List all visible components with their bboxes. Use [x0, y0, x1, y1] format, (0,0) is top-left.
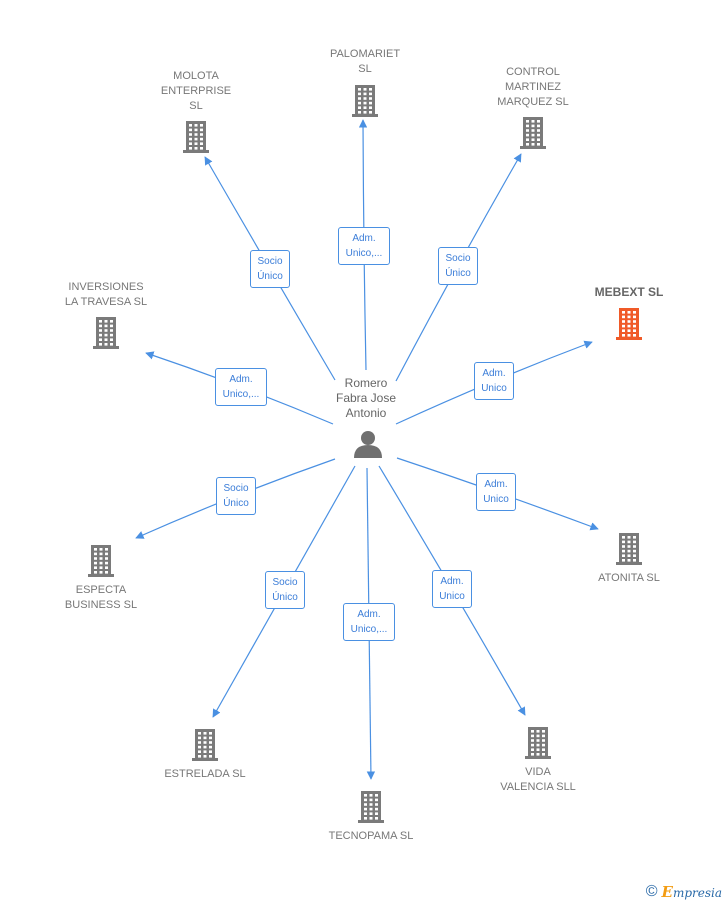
building-icon-mebext[interactable] [616, 308, 642, 340]
building-icon-tecnopama[interactable] [358, 791, 384, 823]
edge-label-estrelada[interactable]: Socio Único [265, 571, 305, 609]
center-person-name[interactable]: Romero Fabra Jose Antonio [335, 376, 397, 420]
company-name-mebext[interactable]: MEBEXT SL [594, 285, 664, 299]
building-icon-atonita[interactable] [616, 533, 642, 565]
copyright-icon: © [645, 883, 658, 900]
company-name-palomariet[interactable]: PALOMARIET SL [329, 48, 401, 75]
building-icon-palomariet[interactable] [352, 85, 378, 117]
edge-label-tecnopama[interactable]: Adm. Unico,... [343, 603, 395, 641]
edge-label-vida-valencia[interactable]: Adm. Unico [432, 570, 472, 608]
edge-label-mebext[interactable]: Adm. Unico [474, 362, 514, 400]
edge-label-atonita[interactable]: Adm. Unico [476, 473, 516, 511]
person-icon[interactable] [354, 431, 382, 458]
building-icon-molota[interactable] [183, 121, 209, 153]
company-name-estrelada[interactable]: ESTRELADA SL [164, 768, 246, 780]
building-icon-estrelada[interactable] [192, 729, 218, 761]
company-name-control-martinez[interactable]: CONTROL MARTINEZ MARQUEZ SL [497, 66, 569, 108]
company-name-molota[interactable]: MOLOTA ENTERPRISE SL [160, 70, 232, 112]
edge-label-inversiones[interactable]: Adm. Unico,... [215, 368, 267, 406]
building-icon-vida-valencia[interactable] [525, 727, 551, 759]
edge-label-palomariet[interactable]: Adm. Unico,... [338, 227, 390, 265]
company-name-especta[interactable]: ESPECTA BUSINESS SL [64, 584, 138, 611]
edge-label-control-martinez[interactable]: Socio Único [438, 247, 478, 285]
company-name-tecnopama[interactable]: TECNOPAMA SL [328, 830, 414, 842]
edge-label-molota[interactable]: Socio Único [250, 250, 290, 288]
company-name-vida-valencia[interactable]: VIDA VALENCIA SLL [500, 766, 576, 793]
edge-label-especta[interactable]: Socio Único [216, 477, 256, 515]
footer-brand: © Empresia [646, 883, 722, 901]
building-icon-inversiones[interactable] [93, 317, 119, 349]
empresia-logo[interactable]: Empresia [661, 883, 723, 901]
building-icon-control-martinez[interactable] [520, 117, 546, 149]
company-name-inversiones[interactable]: INVERSIONES LA TRAVESA SL [64, 281, 148, 308]
company-name-atonita[interactable]: ATONITA SL [598, 572, 660, 584]
building-icon-especta[interactable] [88, 545, 114, 577]
